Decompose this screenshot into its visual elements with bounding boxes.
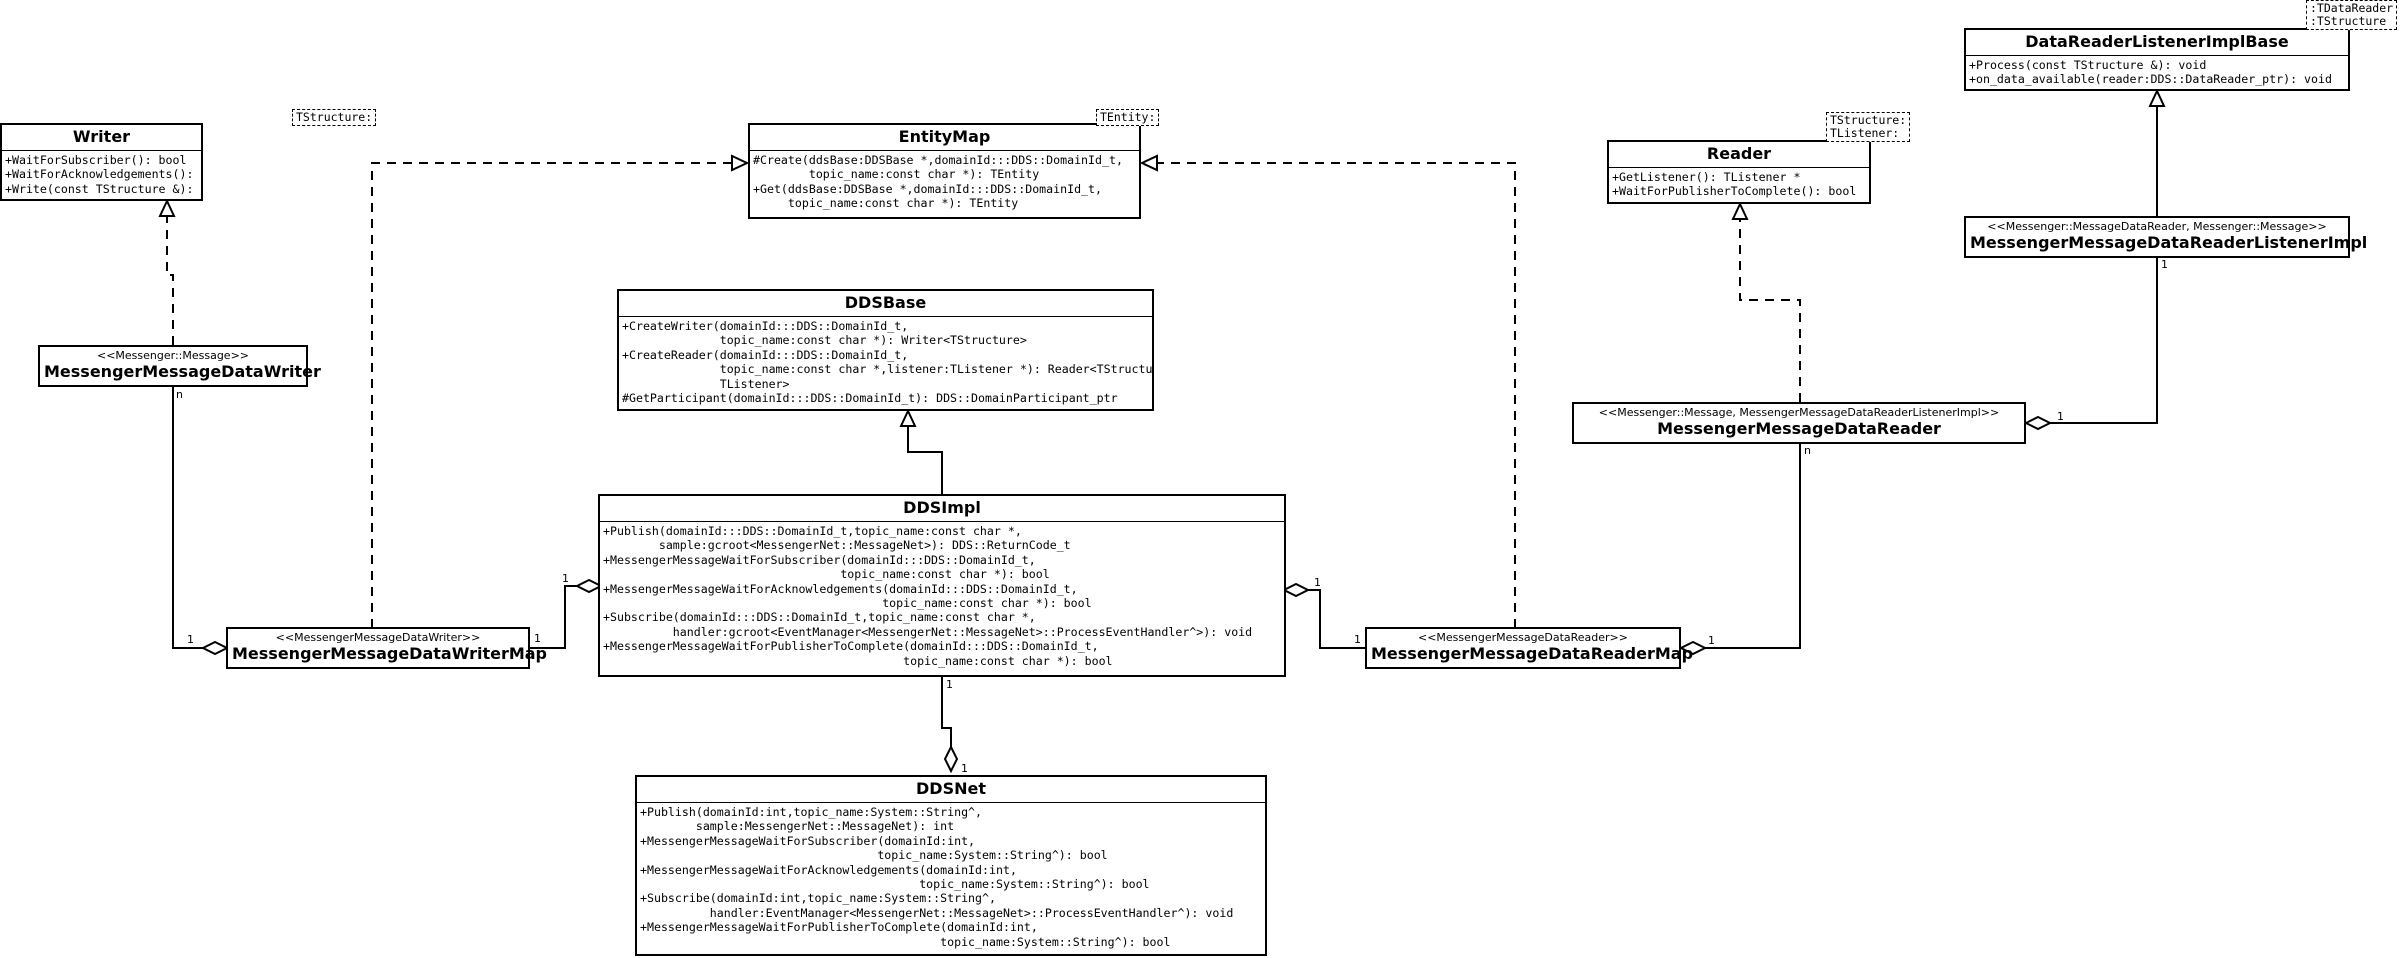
multiplicity-label: 1 — [1708, 634, 1715, 647]
arrowhead-writer — [158, 198, 176, 217]
class-ddsbase: DDSBase +CreateWriter(domainId:::DDS::Do… — [617, 289, 1154, 411]
multiplicity-label: 1 — [534, 632, 541, 645]
class-name: MessengerMessageDataWriter — [44, 362, 321, 381]
class-name: EntityMap — [750, 125, 1139, 151]
aggregation-readermap-ddsimpl — [1308, 589, 1365, 649]
class-operations: +Process(const TStructure &): void +on_d… — [1969, 58, 2332, 87]
realization-datareader-to-reader — [1739, 218, 1801, 402]
class-writer: Writer +WaitForSubscriber(): bool +WaitF… — [0, 123, 203, 201]
class-stereotype: <<MessengerMessageDataReader>> — [1417, 631, 1628, 644]
arrowhead-entitymap-right — [1139, 154, 1158, 172]
class-name: Writer — [2, 125, 201, 151]
class-operations: +GetListener(): TListener * +WaitForPubl… — [1612, 170, 1857, 199]
arrowhead-reader — [1731, 201, 1749, 220]
template-param-entitymap: TEntity: — [1096, 109, 1160, 126]
class-stereotype: <<Messenger::MessageDataReader, Messenge… — [1987, 220, 2327, 233]
class-operations: +CreateWriter(domainId:::DDS::DomainId_t… — [622, 319, 1152, 406]
multiplicity-label: 1 — [2057, 410, 2064, 423]
diamond-readermap-right — [1678, 640, 1708, 656]
aggregation-writermap-ddsimpl — [530, 585, 577, 649]
diamond-datareader-right — [2023, 415, 2053, 431]
template-param-writer: TStructure: — [292, 109, 377, 126]
realization-writermap-to-entitymap — [371, 162, 732, 628]
multiplicity-label: 1 — [1354, 633, 1361, 646]
class-name: MessengerMessageDataReaderMap — [1371, 644, 1694, 663]
aggregation-datareader-readermap — [1705, 443, 1801, 649]
class-name: MessengerMessageDataReaderListenerImpl — [1970, 233, 2368, 252]
class-name: DDSBase — [619, 291, 1152, 317]
multiplicity-label: 1 — [562, 572, 569, 585]
class-reader: Reader +GetListener(): TListener * +Wait… — [1607, 140, 1871, 204]
class-operations: +Publish(domainId:::DDS::DomainId_t,topi… — [603, 524, 1253, 668]
class-name: DDSImpl — [600, 496, 1284, 522]
multiplicity-label: 1 — [946, 678, 953, 691]
class-ddsimpl: DDSImpl +Publish(domainId:::DDS::DomainI… — [598, 494, 1286, 677]
multiplicity-label: 1 — [2161, 258, 2168, 271]
class-name: DataReaderListenerImplBase — [1966, 30, 2348, 56]
class-entitymap: EntityMap #Create(ddsBase:DDSBase *,doma… — [748, 123, 1141, 219]
multiplicity-label: n — [176, 388, 183, 401]
realization-readermap-to-entitymap — [1157, 162, 1516, 628]
class-stereotype: <<MessengerMessageDataWriter>> — [275, 631, 481, 644]
class-operations: #Create(ddsBase:DDSBase *,domainId:::DDS… — [753, 153, 1123, 211]
class-messengermessagedatareadermap: <<MessengerMessageDataReader>> Messenger… — [1365, 627, 1693, 669]
generalization-ddsimpl-to-ddsbase — [907, 426, 943, 494]
diamond-ddsnet-top — [943, 744, 959, 774]
diamond-writermap-left — [200, 640, 230, 656]
multiplicity-label: n — [1804, 444, 1811, 457]
template-param-listenerbase: :TDataReader :TStructure — [2306, 0, 2398, 30]
aggregation-listener-datareader — [2050, 257, 2158, 424]
class-name: Reader — [1609, 142, 1869, 168]
arrowhead-ddsbase — [899, 408, 917, 427]
aggregation-datawriter-writermap — [172, 386, 203, 649]
template-param-reader: TStructure: TListener: — [1826, 112, 1911, 142]
class-name: MessengerMessageDataReader — [1657, 419, 1941, 438]
class-ddsnet: DDSNet +Publish(domainId:int,topic_name:… — [635, 775, 1267, 956]
arrowhead-listenerbase — [2148, 88, 2166, 107]
class-name: DDSNet — [637, 777, 1265, 803]
class-messengermessagedatawriter: <<Messenger::Message>> MessengerMessageD… — [38, 345, 321, 387]
class-operations: +Publish(domainId:int,topic_name:System:… — [640, 805, 1234, 949]
multiplicity-label: 1 — [187, 633, 194, 646]
class-stereotype: <<Messenger::Message>> — [96, 349, 250, 362]
class-messengermessagedatareaderlistenerimpl: <<Messenger::MessageDataReader, Messenge… — [1964, 216, 2367, 258]
class-messengermessagedatareader: <<Messenger::Message, MessengerMessageDa… — [1572, 402, 2026, 444]
class-name: MessengerMessageDataWriterMap — [232, 644, 548, 663]
realization-datawriter-to-writer — [166, 215, 174, 345]
class-operations: +WaitForSubscriber(): bool +WaitForAckno… — [5, 153, 201, 196]
multiplicity-label: 1 — [1314, 576, 1321, 589]
aggregation-ddsimpl-ddsnet — [941, 677, 952, 747]
multiplicity-label: 1 — [961, 762, 968, 775]
class-datareaderlistenerimplbase: DataReaderListenerImplBase +Process(cons… — [1964, 28, 2350, 91]
class-stereotype: <<Messenger::Message, MessengerMessageDa… — [1598, 406, 2000, 419]
arrowhead-entitymap-left — [731, 154, 750, 172]
class-messengermessagedatawritermap: <<MessengerMessageDataWriter>> Messenger… — [226, 627, 547, 669]
diamond-ddsimpl-right — [1281, 582, 1311, 598]
